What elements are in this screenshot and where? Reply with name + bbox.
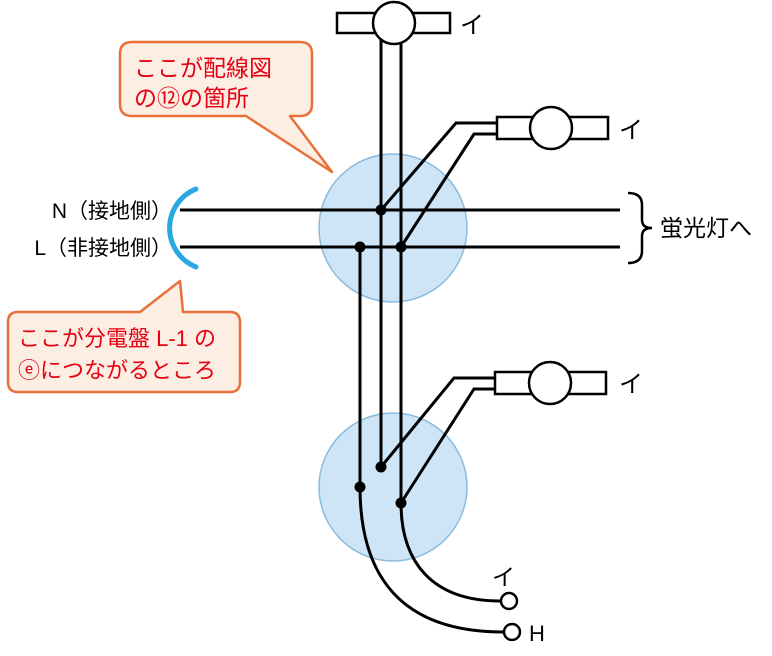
callout-panel-line1: ここが分電盤 L-1 の (18, 326, 216, 351)
callout-panel-bubble (6, 279, 242, 394)
fluorescent-label: 蛍光灯へ (660, 215, 752, 241)
wire-upper-lamp-b (399, 132, 497, 248)
wire-lower-lamp-b (399, 387, 497, 504)
wire-switch-outer (358, 486, 504, 634)
ceiling-lamp-top-symbol (335, 0, 452, 46)
switch-i-label: イ (492, 564, 515, 590)
live-line-label: L（非接地側） (34, 237, 172, 260)
lamp-lower-right-label: イ (619, 371, 643, 398)
callout-wiring-point-line1: ここが配線図 (134, 55, 272, 81)
wire-upper-lamp-a (379, 121, 497, 211)
junction-dot (395, 241, 407, 253)
junction-dot (375, 461, 387, 473)
source-connection-arc (167, 186, 199, 270)
lamp-lower-right-symbol (493, 360, 608, 406)
neutral-line-label: N（接地側） (52, 200, 172, 223)
callout-wiring-point-line2: の⑫の箇所 (134, 85, 249, 111)
junction-box-upper (318, 153, 468, 303)
wire-switch-inner (399, 502, 501, 603)
lamp-upper-right-label: イ (619, 117, 643, 144)
junction-dot (375, 204, 387, 216)
callout-wiring-point-bubble (118, 40, 334, 174)
switch-terminal-h (502, 622, 522, 642)
junction-dot (395, 497, 407, 509)
switch-terminal-i (499, 591, 519, 611)
junction-box-lower (318, 412, 468, 562)
junction-dot (354, 241, 366, 253)
lamp-upper-right-symbol (495, 105, 610, 151)
lamp-top-label: イ (460, 12, 484, 39)
wire-lower-lamp-a (379, 376, 497, 468)
junction-dot (354, 481, 366, 493)
fluorescent-brace (627, 191, 653, 265)
switch-h-label: H (529, 621, 545, 646)
callout-panel-line2: ⓔにつながるところ (18, 358, 216, 383)
